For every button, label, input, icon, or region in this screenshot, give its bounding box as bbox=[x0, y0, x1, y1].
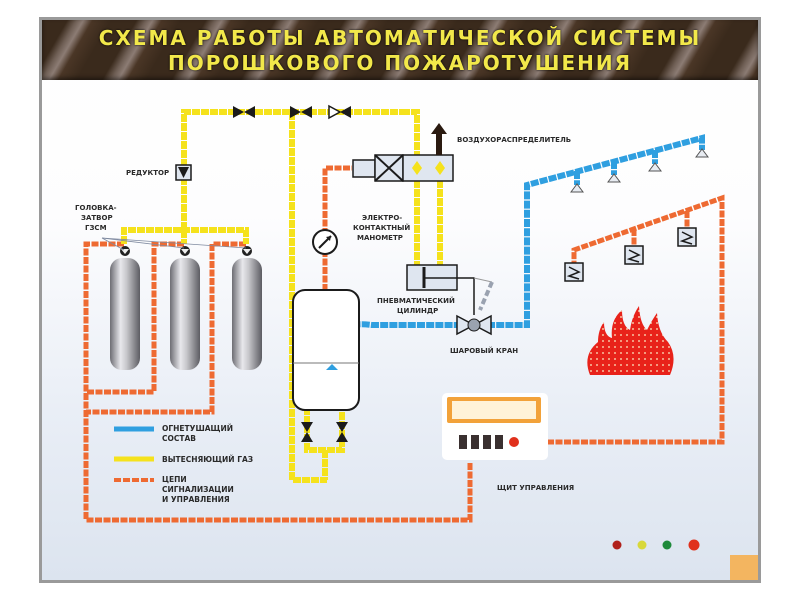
stop-valves bbox=[233, 104, 351, 120]
pneumatic-cylinder-label-2: ЦИЛИНДР bbox=[397, 307, 438, 315]
manometer-label-2: КОНТАКТНЫЙ bbox=[353, 223, 410, 232]
title-banner: СХЕМА РАБОТЫ АВТОМАТИЧЕСКОЙ СИСТЕМЫ ПОРО… bbox=[42, 20, 758, 80]
reducer-icon bbox=[175, 164, 192, 181]
manometer-label-1: ЭЛЕКТРО- bbox=[362, 214, 402, 222]
gas-cylinders bbox=[110, 246, 262, 370]
heat-detector-icon bbox=[624, 245, 644, 265]
gas-pipe-to-distributor bbox=[402, 109, 420, 160]
nozzle-icon bbox=[695, 148, 709, 158]
panel-switch bbox=[495, 435, 503, 449]
legend: ОГНЕТУШАЩИЙ СОСТАВ ВЫТЕСНЯЮЩИЙ ГАЗ ЦЕПИ … bbox=[114, 424, 253, 504]
check-valve-icon bbox=[328, 104, 351, 120]
sprinkler-nozzles bbox=[570, 148, 709, 193]
pneumatic-cylinder bbox=[406, 264, 494, 315]
indicator-lamps bbox=[612, 539, 700, 551]
panel-switch bbox=[471, 435, 479, 449]
signal-line-detectors bbox=[547, 194, 725, 445]
valve-icon bbox=[336, 422, 348, 442]
signal-line-manometer bbox=[322, 165, 352, 235]
legend-label-extinguishing-1: ОГНЕТУШАЩИЙ bbox=[162, 424, 233, 433]
indicator-lamp-1 bbox=[612, 540, 622, 550]
panel-alarm-button bbox=[509, 437, 519, 447]
signal-line-cylinder-1 bbox=[83, 241, 473, 523]
signal-lines bbox=[83, 165, 725, 523]
nozzle-icon bbox=[607, 173, 621, 183]
system-diagram: РЕДУКТОР ГОЛОВКА- ЗАТВОР ГЗСМ ВОЗДУХОРАС… bbox=[75, 104, 758, 580]
heat-detectors bbox=[564, 227, 697, 282]
poster-board: СХЕМА РАБОТЫ АВТОМАТИЧЕСКОЙ СИСТЕМЫ ПОРО… bbox=[42, 20, 758, 580]
head-valve-label-2: ЗАТВОР bbox=[81, 214, 113, 222]
gas-pipe-bypass bbox=[289, 112, 327, 483]
legend-label-extinguishing-2: СОСТАВ bbox=[162, 434, 196, 443]
reducer-label: РЕДУКТОР bbox=[126, 169, 169, 177]
head-valve-label-3: ГЗСМ bbox=[85, 224, 107, 232]
valve-icon bbox=[290, 106, 312, 118]
legend-label-signal-1: ЦЕПИ bbox=[162, 475, 187, 484]
nozzle-icon bbox=[570, 183, 584, 193]
fire-icon bbox=[587, 306, 674, 375]
manometer-label-3: МАНОМЕТР bbox=[357, 234, 403, 242]
control-panel-label: ЩИТ УПРАВЛЕНИЯ bbox=[497, 484, 574, 492]
indicator-lamp-3 bbox=[662, 540, 672, 550]
corner-tag bbox=[730, 555, 758, 580]
legend-label-signal-3: И УПРАВЛЕНИЯ bbox=[162, 495, 230, 504]
gas-cylinder-2 bbox=[170, 246, 200, 370]
gas-cylinder-3 bbox=[232, 246, 262, 370]
exhaust-arrow-icon bbox=[431, 123, 447, 155]
panel-switch bbox=[459, 435, 467, 449]
head-valve-leaders bbox=[101, 237, 247, 251]
manometer-icon bbox=[312, 229, 338, 255]
title-line-1: СХЕМА РАБОТЫ АВТОМАТИЧЕСКОЙ СИСТЕМЫ bbox=[98, 26, 702, 50]
indicator-lamp-2 bbox=[637, 540, 647, 550]
pneumatic-cylinder-label-1: ПНЕВМАТИЧЕСКИЙ bbox=[377, 296, 455, 305]
heat-detector-icon bbox=[564, 262, 584, 282]
title-line-2: ПОРОШКОВОГО ПОЖАРОТУШЕНИЯ bbox=[167, 51, 633, 75]
control-panel bbox=[442, 393, 548, 460]
ball-valve-label: ШАРОВЫЙ КРАН bbox=[450, 346, 518, 355]
powder-tank bbox=[292, 289, 360, 411]
signal-line-cylinder-2 bbox=[86, 241, 184, 395]
tank-bottom-valves bbox=[301, 422, 348, 442]
legend-label-propellant: ВЫТЕСНЯЮЩИЙ ГАЗ bbox=[162, 455, 253, 464]
panel-switches bbox=[459, 435, 503, 449]
extinguishing-pipe-main bbox=[487, 134, 705, 328]
nozzle-icon bbox=[648, 162, 662, 172]
valve-icon bbox=[301, 422, 313, 442]
indicator-lamp-4 bbox=[688, 539, 700, 551]
gas-cylinder-1 bbox=[110, 246, 140, 370]
gas-pipes bbox=[121, 109, 443, 483]
air-distributor bbox=[352, 123, 454, 182]
legend-label-signal-2: СИГНАЛИЗАЦИИ bbox=[162, 485, 234, 494]
valve-icon bbox=[233, 106, 255, 118]
air-distributor-label: ВОЗДУХОРАСПРЕДЕЛИТЕЛЬ bbox=[457, 136, 571, 144]
panel-switch bbox=[483, 435, 491, 449]
head-valve-label-1: ГОЛОВКА- bbox=[75, 204, 117, 212]
ball-valve-icon bbox=[456, 314, 492, 336]
heat-detector-icon bbox=[677, 227, 697, 247]
signal-line-cylinder-3 bbox=[86, 241, 246, 415]
